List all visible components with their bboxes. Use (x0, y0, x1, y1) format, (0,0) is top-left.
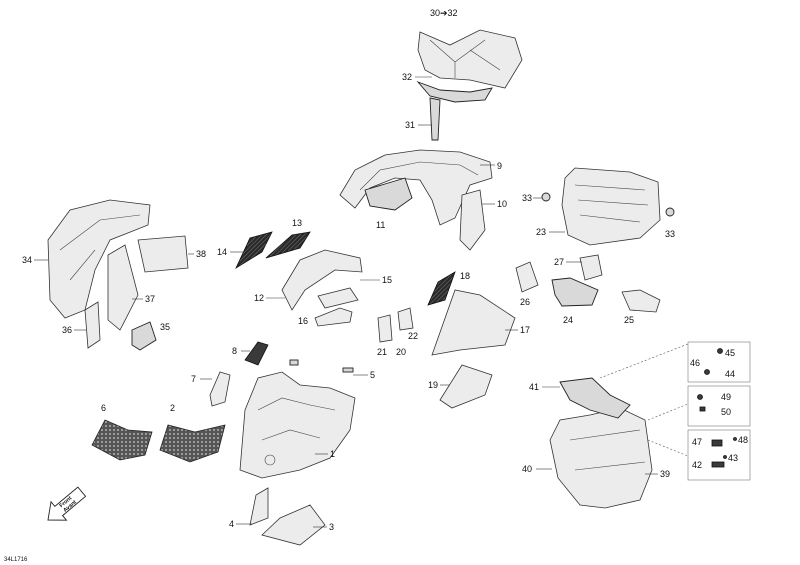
label-13: 13 (292, 218, 302, 228)
label-41: 41 (529, 382, 539, 392)
gauge-housing-part (541, 167, 675, 246)
label-15: 15 (382, 275, 392, 285)
label-27: 27 (554, 257, 564, 267)
center-intake-parts (235, 231, 363, 327)
label-10: 10 (497, 199, 507, 209)
label-20: 20 (396, 347, 406, 357)
label-42: 42 (692, 460, 702, 470)
label-31: 31 (405, 120, 415, 130)
label-24: 24 (563, 315, 573, 325)
label-21: 21 (377, 347, 387, 357)
drawing-id: 34L1716 (4, 557, 28, 563)
label-4: 4 (229, 519, 234, 529)
label-1: 1 (330, 449, 335, 459)
label-33-right: 33 (665, 229, 675, 239)
hood-and-front-parts (91, 341, 356, 546)
small-trim-parts (515, 254, 661, 313)
label-47: 47 (692, 437, 702, 447)
label-45: 45 (725, 348, 735, 358)
console-part (339, 149, 493, 251)
label-12: 12 (254, 293, 264, 303)
label-37: 37 (145, 294, 155, 304)
label-19: 19 (428, 380, 438, 390)
label-6: 6 (101, 403, 106, 413)
label-2: 2 (170, 403, 175, 413)
right-side-panel-parts (549, 377, 653, 509)
label-32: 32 (402, 72, 412, 82)
label-50: 50 (721, 407, 731, 417)
label-26: 26 (520, 297, 530, 307)
label-22: 22 (408, 331, 418, 341)
label-49: 49 (721, 392, 731, 402)
label-3: 3 (329, 522, 334, 532)
left-side-panel-parts (47, 199, 189, 351)
label-38: 38 (196, 249, 206, 259)
label-17: 17 (520, 325, 530, 335)
label-14: 14 (217, 247, 227, 257)
label-44: 44 (725, 369, 735, 379)
front-direction-arrow: Front Avant (47, 486, 87, 521)
label-33-left: 33 (522, 193, 532, 203)
label-35: 35 (160, 322, 170, 332)
windshield-part (416, 29, 523, 141)
label-30-32: 30➔32 (430, 8, 458, 18)
label-16: 16 (298, 316, 308, 326)
label-25: 25 (624, 315, 634, 325)
label-18: 18 (460, 271, 470, 281)
label-48: 48 (738, 435, 748, 445)
label-7: 7 (191, 374, 196, 384)
label-9: 9 (497, 161, 502, 171)
label-46: 46 (690, 358, 700, 368)
hardware-callout-boxes (599, 341, 751, 481)
label-34: 34 (22, 255, 32, 265)
label-36: 36 (62, 325, 72, 335)
label-8: 8 (232, 346, 237, 356)
label-23: 23 (536, 227, 546, 237)
label-39: 39 (660, 469, 670, 479)
label-40: 40 (522, 464, 532, 474)
label-5: 5 (370, 370, 375, 380)
center-right-panel-parts (377, 271, 516, 409)
label-11: 11 (376, 220, 385, 230)
label-43: 43 (728, 453, 738, 463)
